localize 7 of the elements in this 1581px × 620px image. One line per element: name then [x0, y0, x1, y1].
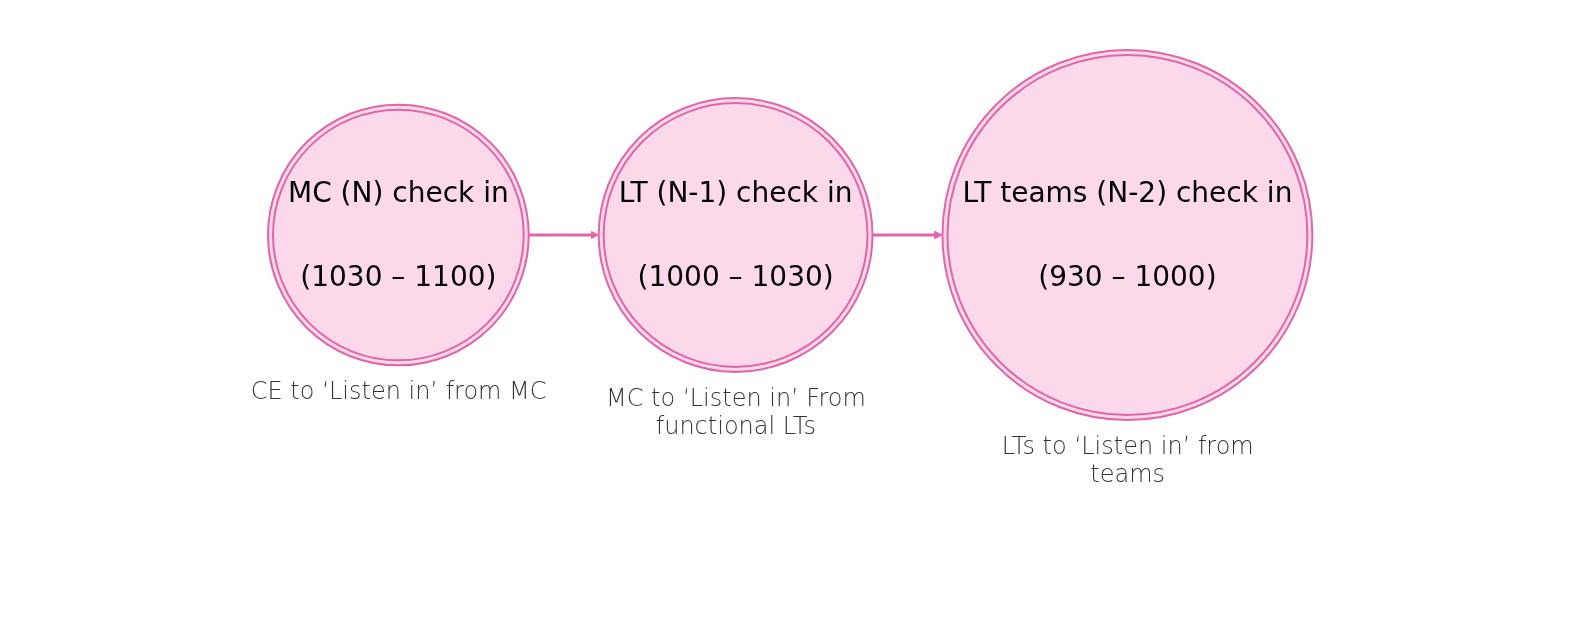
node-caption: MC to ‘Listen in’ From functional LTs	[604, 383, 867, 440]
node-caption: LTs to ‘Listen in’ from teams	[1000, 431, 1255, 488]
arrow	[529, 230, 600, 240]
node-circle: MC (N) check in (1030 – 1100)	[267, 103, 531, 367]
node-circle: LT (N-1) check in (1000 – 1030)	[598, 97, 874, 373]
node-caption: CE to ‘Listen in’ from MC	[249, 377, 548, 406]
node-circle: LT teams (N-2) check in (930 – 1000)	[941, 49, 1314, 421]
